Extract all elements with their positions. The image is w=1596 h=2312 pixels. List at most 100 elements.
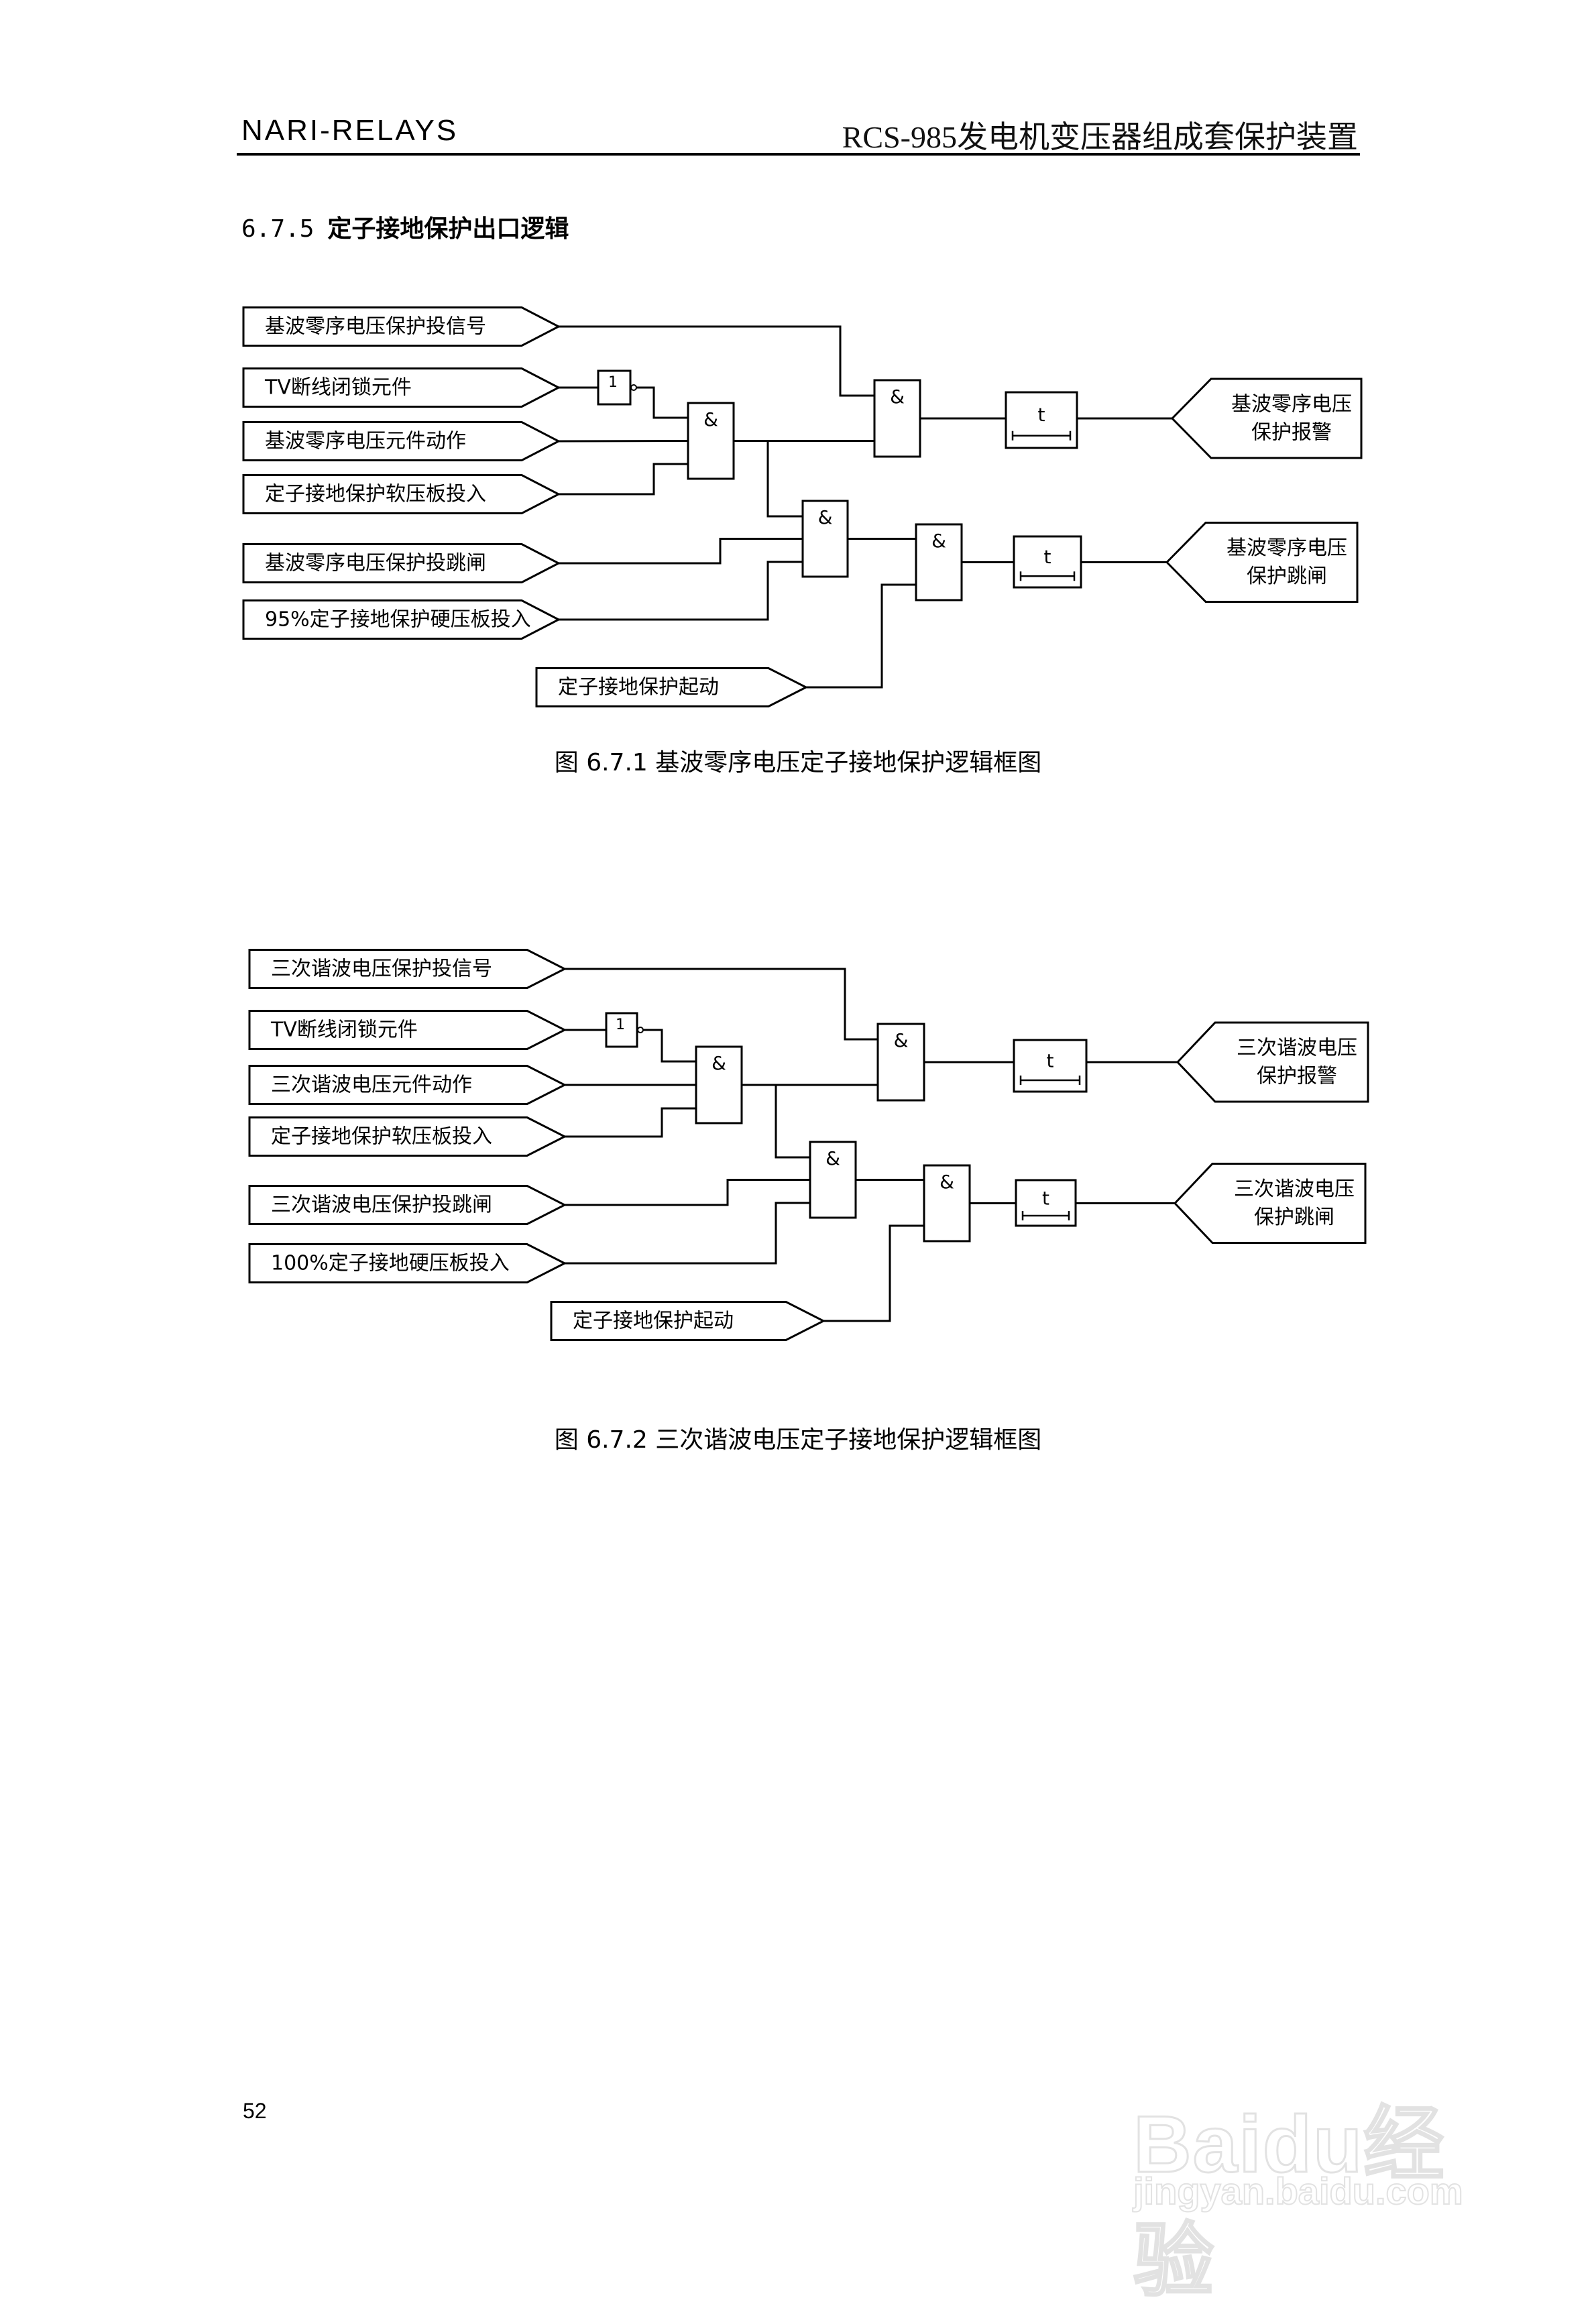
- output-signal-box: [1165, 522, 1359, 603]
- wire-signal-3: [558, 440, 689, 443]
- and-gate-symbol: &: [818, 506, 833, 528]
- wire-signal-5: [565, 1179, 810, 1206]
- section-number: 6.7.5: [241, 215, 315, 243]
- wire-start: [806, 583, 916, 689]
- figure-caption-2: 图 6.7.2 三次谐波电压定子接地保护逻辑框图: [554, 1426, 1042, 1454]
- and-gate-1: &: [695, 1045, 743, 1124]
- input-signal-label: 定子接地保护起动: [573, 1310, 734, 1333]
- not-gate-symbol: 1: [608, 374, 618, 391]
- input-signal-label: 基波零序电压保护投信号: [265, 315, 486, 339]
- output-signal-box: [1176, 1021, 1369, 1103]
- input-signal-label: 95%定子接地保护硬压板投入: [265, 608, 531, 632]
- not-gate-body: [605, 1012, 638, 1048]
- timer-trip: t: [1015, 1179, 1077, 1227]
- input-signal-5: 基波零序电压保护投跳闸: [242, 543, 561, 583]
- input-signal-3: 三次谐波电压元件动作: [248, 1065, 567, 1105]
- and-gate-symbol: &: [931, 530, 946, 552]
- timer-trip: t: [1013, 535, 1082, 589]
- output-signal-label-line2: 保护跳闸: [1247, 565, 1327, 588]
- and-gate-1: &: [687, 402, 735, 480]
- input-signal-box: [242, 367, 561, 408]
- timer-body: [1015, 1179, 1077, 1227]
- input-signal-protection-start: 定子接地保护起动: [535, 667, 809, 707]
- logic-diagram-1: 基波零序电压保护投信号TV断线闭锁元件基波零序电压元件动作定子接地保护软压板投入…: [242, 306, 1363, 707]
- not-gate-tv-block: 1: [597, 369, 637, 406]
- input-signal-3: 基波零序电压元件动作: [242, 421, 561, 461]
- input-signal-box: [242, 599, 561, 640]
- wire-signal-1: [559, 325, 874, 397]
- wire-start: [823, 1224, 924, 1322]
- figure-caption-1: 图 6.7.1 基波零序电压定子接地保护逻辑框图: [554, 749, 1042, 776]
- inversion-bubble: [637, 1027, 644, 1033]
- wire-and1-branch: [766, 441, 803, 518]
- wire-signal-6: [565, 1202, 810, 1265]
- page-number: 52: [243, 2099, 267, 2123]
- and-gate-body: [915, 523, 963, 601]
- input-signal-1: 基波零序电压保护投信号: [242, 306, 561, 347]
- and-gate-2: &: [801, 500, 849, 578]
- and-gate-body: [695, 1045, 743, 1124]
- input-signal-label: 三次谐波电压保护投跳闸: [271, 1194, 492, 1217]
- input-signal-box: [535, 667, 809, 707]
- input-signal-2: TV断线闭锁元件: [248, 1010, 567, 1050]
- input-signal-label: 三次谐波电压保护投信号: [271, 958, 492, 981]
- output-signal-label-line2: 保护报警: [1251, 421, 1332, 445]
- not-gate-tv-block: 1: [605, 1012, 644, 1048]
- and-gate-symbol: &: [825, 1147, 840, 1169]
- input-signal-box: [242, 306, 561, 347]
- output-signal-label-line1: 三次谐波电压: [1234, 1177, 1355, 1201]
- header-product-title: RCS-985发电机变压器组成套保护装置: [842, 120, 1358, 154]
- timer-body: [1013, 1039, 1088, 1093]
- and-gate-body: [809, 1141, 857, 1219]
- timer-symbol: t: [1047, 1049, 1054, 1072]
- and-gate-symbol: &: [703, 408, 718, 430]
- wire-and1-branch: [775, 1085, 810, 1159]
- output-signal-label-line1: 三次谐波电压: [1237, 1037, 1357, 1060]
- timer-symbol: t: [1038, 404, 1045, 426]
- watermark-url: jingyan.baidu.com: [1133, 2169, 1464, 2213]
- wire-signal-1: [565, 968, 878, 1041]
- output-signal-label-line2: 保护跳闸: [1254, 1206, 1334, 1229]
- wire-not-out: [643, 1029, 696, 1063]
- input-signal-label: 基波零序电压保护投跳闸: [265, 552, 486, 575]
- input-signal-label: 定子接地保护软压板投入: [271, 1125, 492, 1149]
- input-signal-protection-start: 定子接地保护起动: [550, 1301, 826, 1341]
- header-rule: [237, 153, 1360, 156]
- output-signal-label-line1: 基波零序电压: [1227, 536, 1347, 560]
- output-signal-box: [1170, 378, 1363, 459]
- and-gate-trip: &: [915, 523, 963, 601]
- input-signal-label: 100%定子接地硬压板投入: [271, 1252, 510, 1275]
- timer-symbol: t: [1042, 1188, 1049, 1210]
- wire-not-out: [636, 386, 688, 419]
- input-signal-label: TV断线闭锁元件: [270, 1019, 418, 1042]
- logic-diagrams: 基波零序电压保护投信号TV断线闭锁元件基波零序电压元件动作定子接地保护软压板投入…: [242, 306, 1369, 1341]
- and-gate-symbol: &: [711, 1052, 726, 1074]
- output-signal-label-line1: 基波零序电压: [1231, 393, 1352, 416]
- inversion-bubble: [630, 384, 637, 391]
- timer-symbol: t: [1044, 546, 1051, 568]
- input-signal-box: [248, 1243, 567, 1283]
- logic-diagram-2: 三次谐波电压保护投信号 TV断线闭锁元件三次谐波电压元件动作定子接地保护软压板投入…: [248, 949, 1369, 1341]
- input-signal-box: [248, 1185, 567, 1225]
- not-gate-body: [597, 369, 632, 406]
- baidu-watermark: Baidu经验 jingyan.baidu.com: [1133, 2038, 1509, 2307]
- input-signal-1: 三次谐波电压保护投信号: [248, 949, 567, 989]
- and-gate-2: &: [809, 1141, 857, 1219]
- wire-signal-4: [565, 1107, 696, 1138]
- and-gate-trip: &: [923, 1164, 971, 1242]
- wire-signal-6: [559, 561, 803, 621]
- input-signal-label: TV断线闭锁元件: [264, 376, 412, 400]
- and-gate-body: [923, 1164, 971, 1242]
- output-signal-label-line2: 保护报警: [1257, 1065, 1337, 1088]
- input-signal-box: [248, 949, 567, 989]
- output-signal-box: [1173, 1163, 1367, 1244]
- input-signal-box: [550, 1301, 826, 1341]
- input-signal-box: [242, 474, 561, 514]
- header-brand: NARI-RELAYS: [241, 114, 459, 147]
- wire-signal-5: [559, 538, 803, 565]
- input-signal-box: [248, 1010, 567, 1050]
- and-gate-symbol: &: [939, 1171, 954, 1193]
